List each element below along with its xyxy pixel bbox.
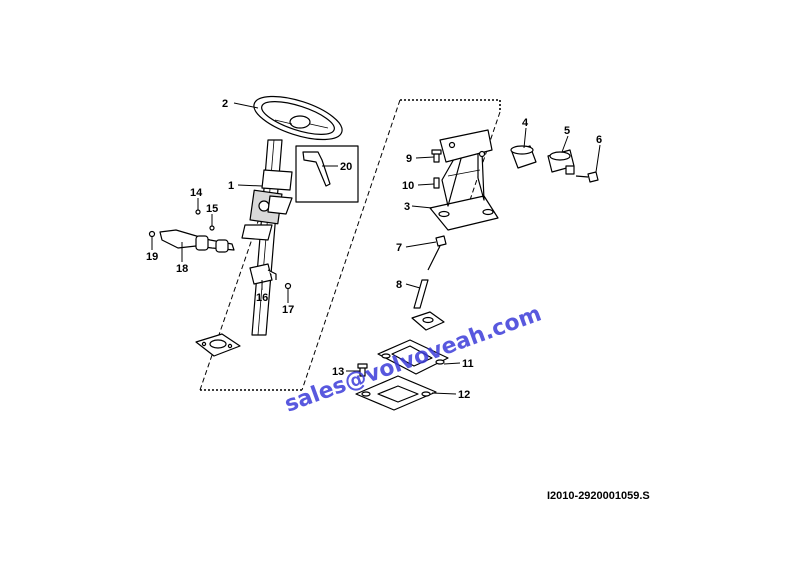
- mounting-plate-11: [377, 339, 449, 375]
- bracket-16: [249, 263, 277, 285]
- fasteners-left: [148, 209, 292, 290]
- callout-10: 10: [402, 180, 414, 192]
- callout-16: 16: [256, 292, 268, 304]
- callout-11: 11: [462, 358, 474, 370]
- callout-labels: 1 2 3 4 5 6 7 8 9 10 11 12 13 14 15 16 1…: [146, 98, 602, 401]
- callout-13: 13: [332, 366, 344, 378]
- leader-lines: [151, 102, 601, 395]
- clamp-5: [547, 149, 575, 175]
- drawing-code: I2010-2920001059.S: [547, 490, 650, 502]
- callout-5: 5: [564, 125, 570, 137]
- adapter-plate: [411, 311, 445, 331]
- callout-3: 3: [404, 201, 410, 213]
- callout-2: 2: [222, 98, 228, 110]
- spacer-8: [413, 279, 429, 309]
- support-bracket-3: [429, 129, 499, 231]
- callout-8: 8: [396, 279, 402, 291]
- gasket-12: [355, 375, 437, 411]
- callout-15: 15: [206, 203, 218, 215]
- callout-4: 4: [522, 117, 529, 129]
- column-base-plate: [195, 333, 241, 357]
- callout-20: 20: [340, 161, 352, 173]
- callout-18: 18: [176, 263, 188, 275]
- screw-6: [575, 171, 599, 183]
- adjusting-lever-detail: [295, 145, 359, 203]
- steering-wheel: [253, 95, 343, 141]
- bushing-4: [510, 145, 537, 169]
- callout-14: 14: [190, 187, 203, 199]
- bolts-9-10: [431, 149, 442, 189]
- callout-17: 17: [282, 304, 294, 316]
- callout-9: 9: [406, 153, 412, 165]
- callout-19: 19: [146, 251, 158, 263]
- assembly-boundary: [199, 99, 501, 391]
- callout-6: 6: [596, 134, 602, 146]
- callout-7: 7: [396, 242, 402, 254]
- callout-1: 1: [228, 180, 234, 192]
- steering-column: [241, 139, 293, 336]
- mounting-bracket-18: [159, 229, 235, 253]
- long-bolt-7: [427, 235, 447, 271]
- callout-12: 12: [458, 389, 470, 401]
